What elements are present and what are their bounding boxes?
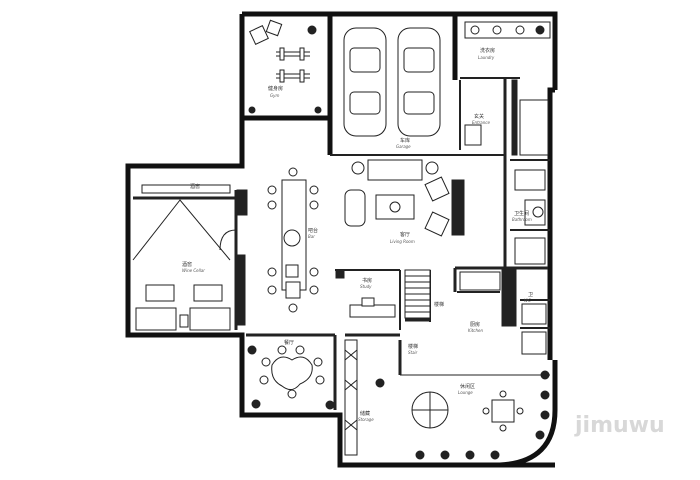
room-labels: 健身房 Gym 车库 Garage 洗衣房 Laundry 玄关 Entranc…: [182, 47, 533, 422]
label-storage-en: Storage: [358, 417, 374, 422]
bar-counter: [267, 167, 319, 313]
garage-cars: [343, 27, 441, 137]
wine-cellar: [132, 184, 248, 331]
garden-furniture: [375, 370, 550, 460]
label-wc-en: WC: [524, 298, 531, 303]
label-garden-cn: 休闲区: [460, 383, 475, 390]
label-stair2-en: Stair: [408, 350, 418, 355]
gym-equipment: [248, 19, 322, 114]
interior-walls: [133, 77, 550, 410]
bathroom-fixtures: [459, 169, 547, 355]
storage-shelves: [344, 339, 358, 456]
label-entrance-en: Entrance: [472, 120, 490, 125]
label-storage-cn: 储藏: [360, 410, 370, 417]
label-living-cn: 客厅: [400, 231, 410, 238]
label-wc-cn: 卫: [528, 292, 533, 298]
label-bar-en: Bar: [308, 234, 315, 239]
laundry-fixtures: [464, 21, 551, 156]
label-wine-cn: 酒窖: [190, 183, 200, 190]
label-study-cn: 书房: [362, 277, 372, 284]
watermark: jimuwu: [574, 413, 665, 438]
label-bar-cn: 吧台: [308, 227, 318, 234]
label-kitchen-cn: 厨房: [470, 321, 480, 328]
label-kitchen-en: Kitchen: [468, 328, 483, 333]
outer-walls: [125, 11, 558, 468]
living-room-furniture: [344, 159, 465, 237]
label-laundry-en: Laundry: [478, 55, 495, 60]
label-wine2-cn: 酒窖: [182, 261, 192, 268]
dining-table: [247, 345, 335, 410]
label-laundry-cn: 洗衣房: [480, 47, 495, 54]
label-garage-en: Garage: [396, 144, 411, 149]
label-bath-cn: 卫生间: [514, 210, 529, 217]
label-entrance-cn: 玄关: [474, 113, 484, 120]
label-dining-cn: 餐厅: [284, 339, 294, 346]
study-furniture: [335, 269, 396, 318]
label-gym-cn: 健身房: [268, 85, 283, 92]
label-gym-en: Gym: [270, 93, 279, 98]
garden-curve-wall: [499, 390, 558, 468]
stair: [404, 269, 431, 319]
label-garage-cn: 车库: [400, 137, 410, 144]
label-study-en: Study: [360, 284, 372, 289]
label-stair-cn: 楼梯: [434, 301, 444, 308]
label-stair2-cn: 楼梯: [408, 343, 418, 350]
label-garden-en: Lounge: [458, 390, 473, 395]
label-wine2-en: Wine Cellar: [182, 268, 205, 273]
label-bath-en: Bathroom: [512, 217, 532, 222]
label-living-en: Living Room: [390, 239, 415, 244]
